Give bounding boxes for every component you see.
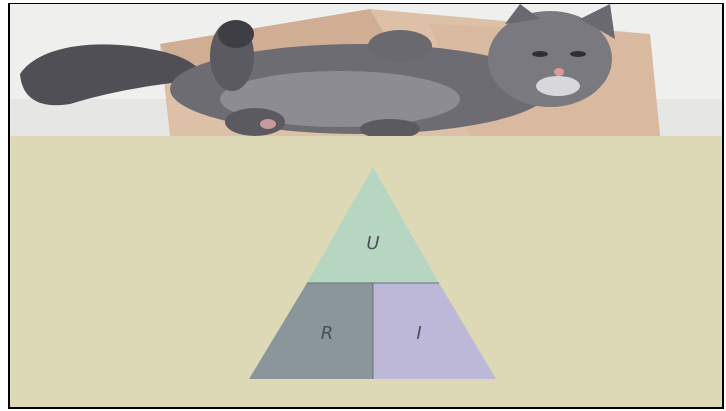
triangle-top-section (307, 167, 439, 283)
uri-triangle: U R I (10, 136, 722, 408)
cat-photo (10, 4, 722, 136)
diagram-panel: U R I (10, 136, 722, 408)
triangle-right-section (373, 283, 496, 379)
label-u: U (366, 233, 379, 254)
cat-illustration-icon (10, 4, 722, 136)
diagram-frame: U R I (8, 3, 724, 409)
label-i: I (416, 323, 421, 344)
label-r: R (321, 323, 334, 344)
triangle-left-section (249, 283, 373, 379)
